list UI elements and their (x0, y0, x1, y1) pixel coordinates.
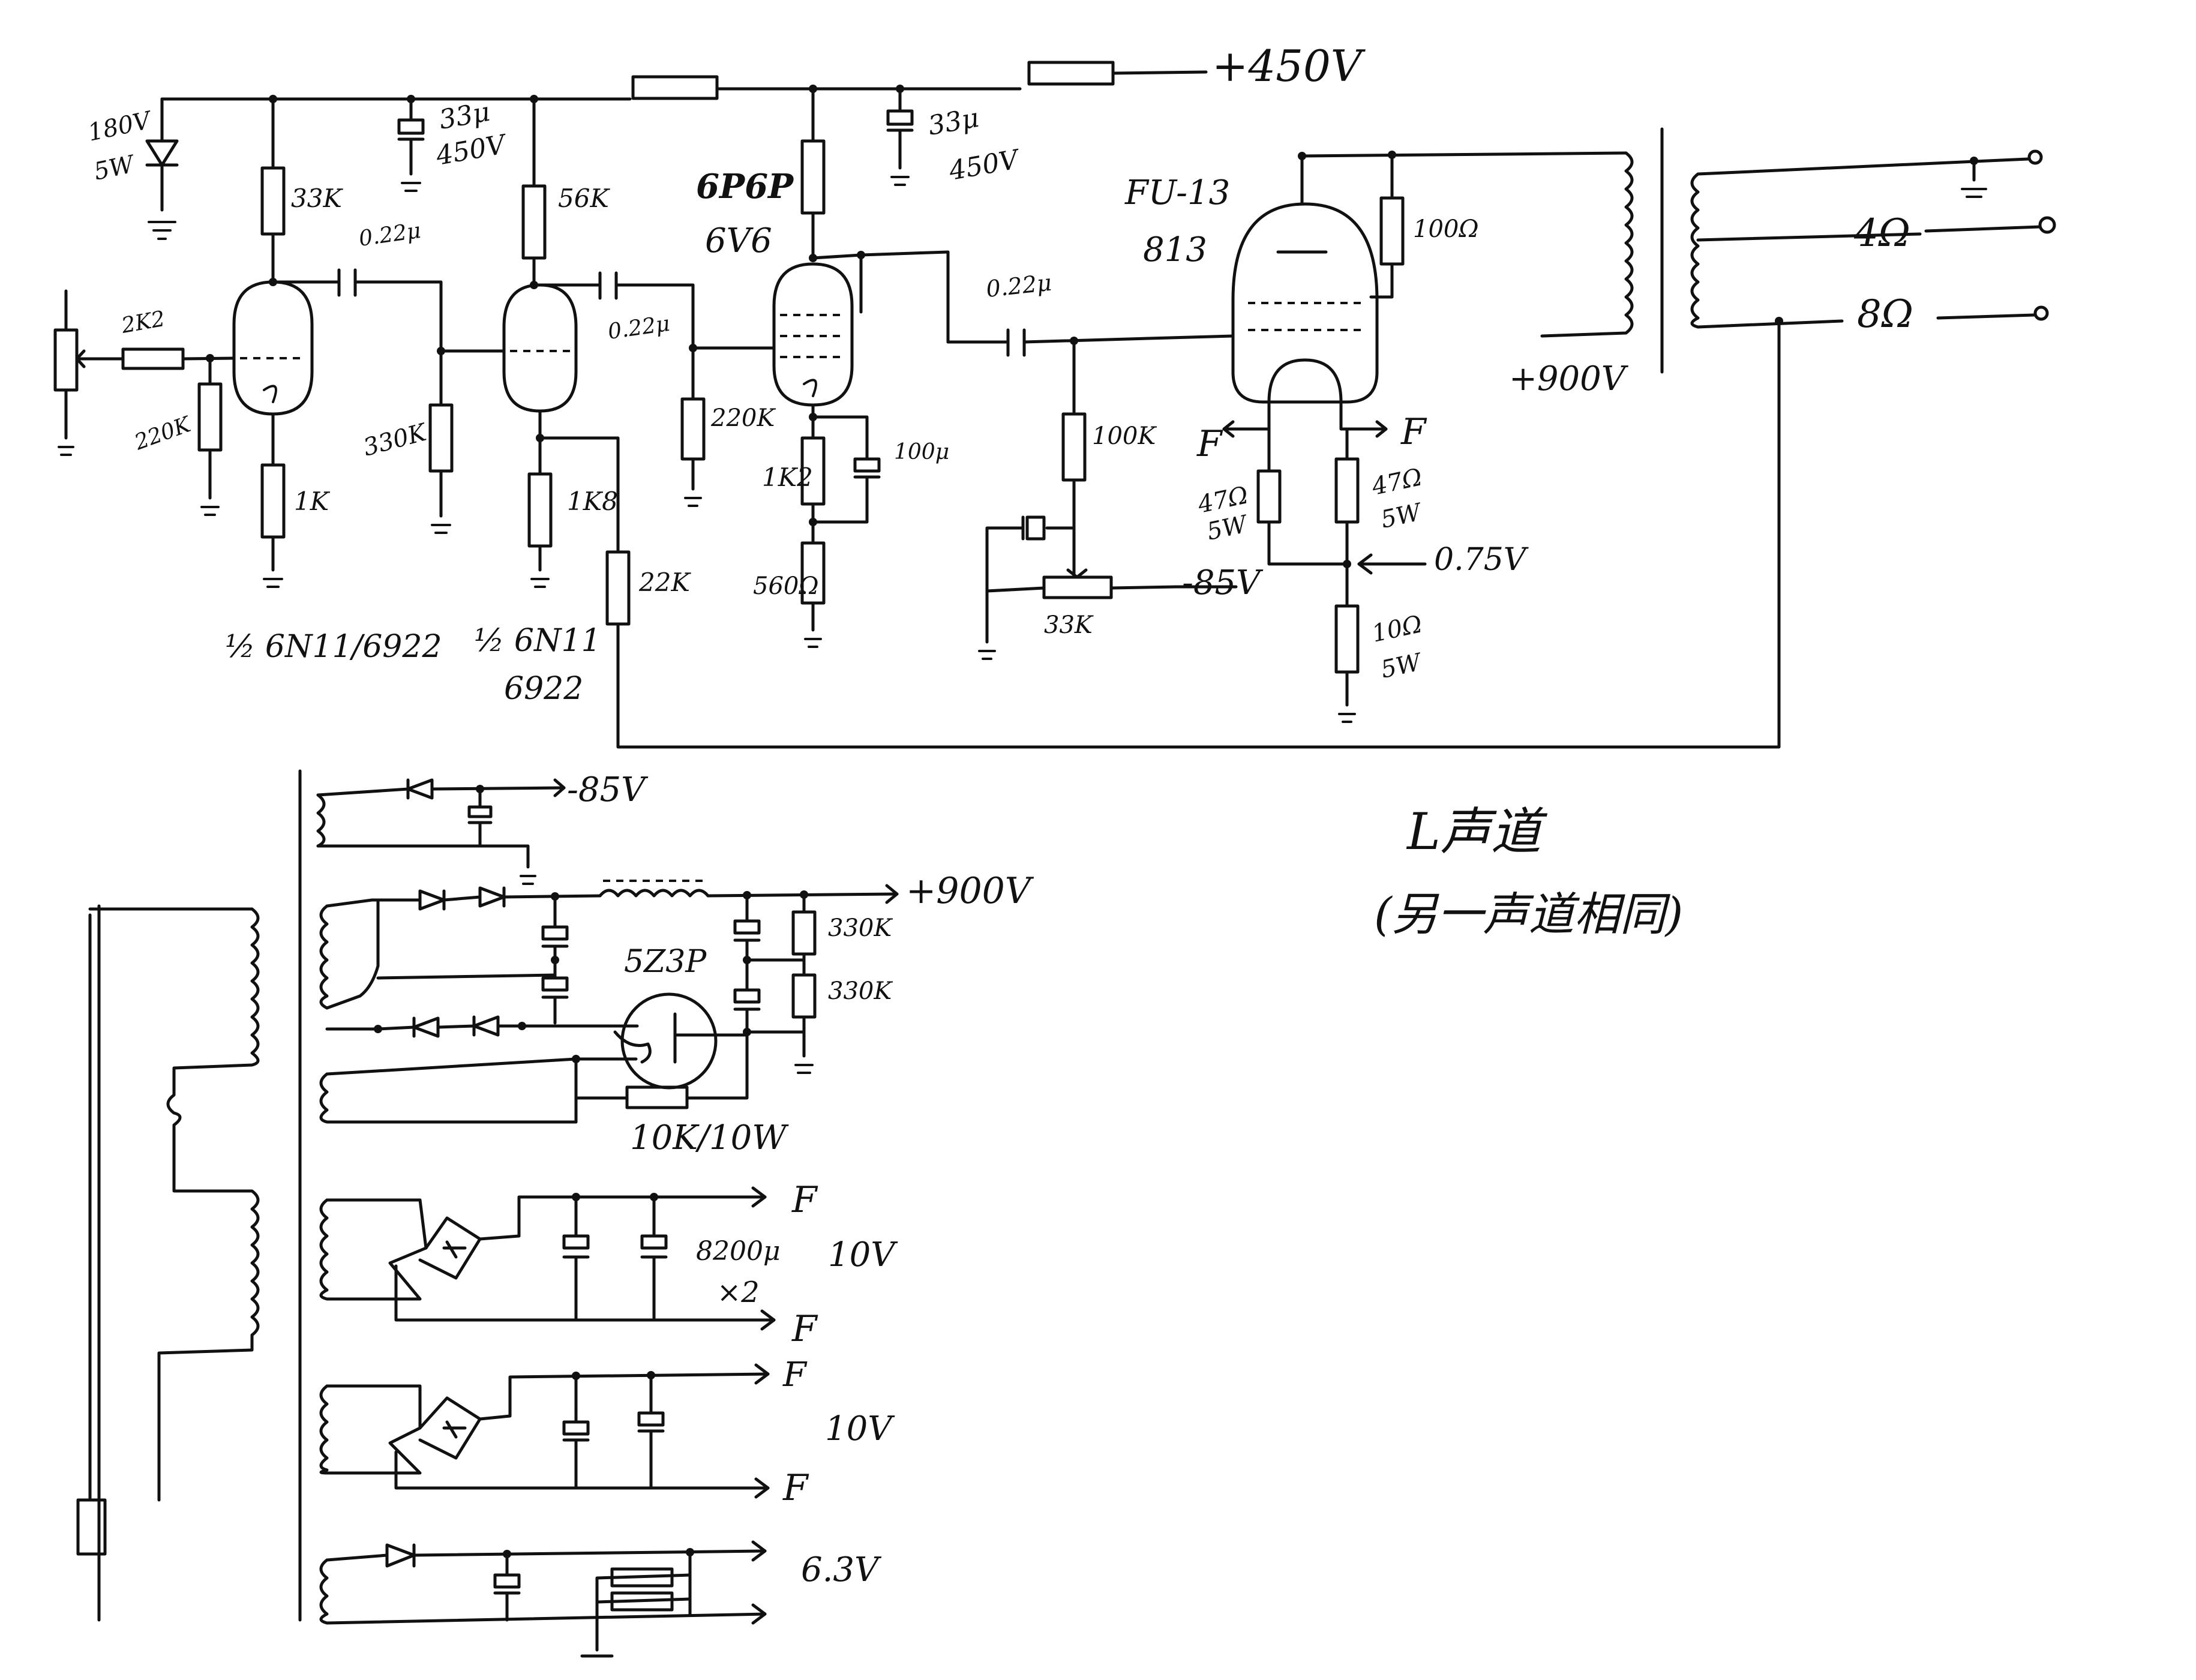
label-r1k8: 1K8 (567, 487, 618, 516)
label-r1k2: 1K2 (762, 463, 813, 492)
label-r10k-10w: 10K/10W (630, 1118, 789, 1157)
stage2-triode (428, 97, 1781, 749)
label-c-coupling-2: 0.22μ (607, 311, 671, 344)
label-900v-out: +900V (1509, 359, 1629, 398)
output-transformer-icon (1540, 127, 2056, 374)
label-tube-6p6p: 6P6P (696, 167, 794, 206)
label-tube-813: 813 (1143, 230, 1207, 269)
label-r1k-a: 1K (294, 487, 331, 516)
stage1-triode (232, 97, 443, 588)
label-r330k-psu1: 330K (828, 914, 893, 942)
label-10v-a: 10V (828, 1235, 898, 1274)
label-r2k2: 2K2 (119, 307, 167, 338)
label-c-coupling-1: 0.22μ (358, 218, 422, 251)
bplus-rail (160, 61, 1208, 103)
label-tube1: ½ 6N11/6922 (225, 629, 442, 665)
input-volume-pot (53, 289, 236, 516)
decoupling-capacitor-2 (886, 87, 914, 186)
label-cap-x2: ×2 (717, 1276, 760, 1309)
label-r56k: 56K (558, 184, 610, 213)
psu-bias (316, 778, 566, 885)
label-cap-450-2: 450V (946, 144, 1023, 187)
label-r47b: 47Ω (1369, 463, 1425, 501)
driver-pentode-6p6p (680, 87, 950, 648)
label-075v: 0.75V (1434, 542, 1529, 578)
label-tube2-b: 6922 (504, 671, 583, 707)
label-zener-w: 5W (92, 150, 138, 185)
label-10v-b: 10V (825, 1409, 895, 1448)
mains-section (76, 769, 302, 1622)
label-tube2-a: ½ 6N11 (474, 623, 601, 659)
label-450v: +450V (1212, 41, 1366, 91)
label-zener: 180V (86, 106, 156, 147)
label-out-f1: F (791, 1179, 818, 1221)
output-coupling (946, 328, 1235, 660)
psu-high-voltage (319, 880, 899, 1124)
label-cap-450-1: 450V (433, 129, 510, 172)
label-title-sub: (另一声道相同) (1374, 887, 1683, 941)
label-r22k: 22K (638, 568, 691, 597)
label-r33k-a: 33K (291, 184, 343, 213)
label-63v: 6.3V (801, 1550, 882, 1589)
label-cap8200: 8200μ (696, 1236, 781, 1267)
label-r100k: 100K (1092, 422, 1157, 450)
label-r220k-in: 220K (131, 412, 195, 455)
label-fil-f2: F (1400, 411, 1427, 453)
label-out-f2: F (791, 1308, 818, 1350)
label-neg85: -85V (1182, 563, 1264, 602)
psu-filament-b (319, 1363, 770, 1499)
label-r5w-c: 5W (1379, 648, 1425, 683)
label-r560: 560Ω (753, 572, 819, 600)
label-r330k: 330K (361, 418, 431, 461)
label-cap-33u-1: 33μ (437, 97, 492, 136)
psu-63v (319, 1540, 767, 1658)
label-r10: 10Ω (1370, 610, 1425, 647)
label-tube-5z3p: 5Z3P (624, 944, 707, 980)
label-900v-psu: +900V (906, 870, 1034, 912)
label-neg85-psu: -85V (567, 770, 649, 809)
label-tube-fu13: FU-13 (1124, 173, 1230, 212)
label-c100u: 100μ (894, 440, 949, 464)
psu-filament-a (319, 1186, 776, 1331)
label-out-f4: F (782, 1467, 809, 1509)
label-cap-33u-2: 33μ (926, 103, 981, 142)
label-pot33k: 33K (1044, 611, 1094, 639)
label-title-main: L声道 (1406, 802, 1548, 861)
output-tube-fu13 (1174, 151, 1628, 723)
label-r330k-psu2: 330K (828, 977, 893, 1005)
label-spk-8: 8Ω (1857, 292, 1913, 337)
label-r220k-b: 220K (710, 404, 776, 432)
label-r100-screen: 100Ω (1413, 215, 1479, 243)
label-r5w-b: 5W (1379, 498, 1425, 533)
label-spk-4: 4Ω (1853, 211, 1910, 256)
label-fil-f1: F (1196, 423, 1223, 465)
label-c-coupling-3: 0.22μ (985, 269, 1052, 302)
zener-diode-icon (145, 97, 179, 240)
label-tube-6v6: 6V6 (705, 221, 772, 260)
label-out-f3: F (782, 1355, 808, 1394)
decoupling-capacitor-1 (397, 97, 425, 192)
